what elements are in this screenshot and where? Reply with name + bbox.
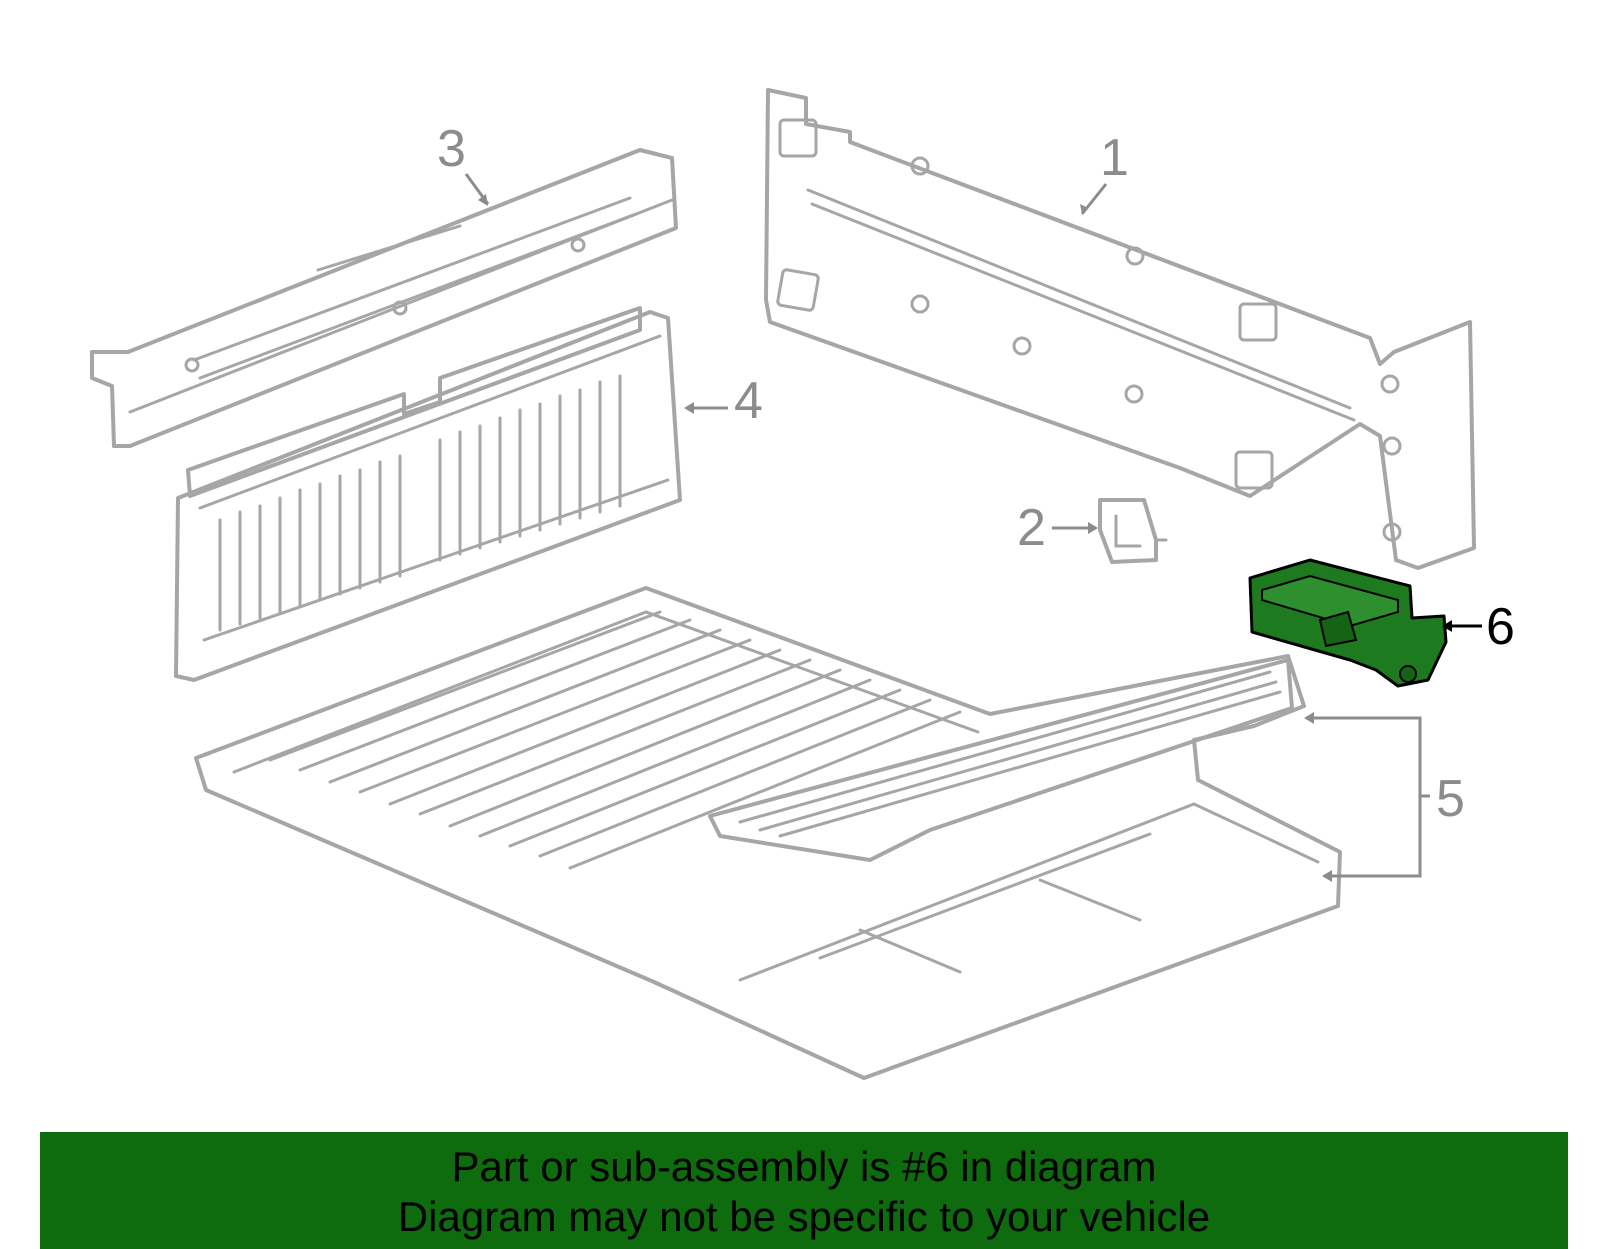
callout-6-label: 6 [1486,598,1515,656]
part-4-front-panel[interactable] [174,306,682,682]
callout-3-label: 3 [437,120,466,178]
callout-2: 2 [1017,499,1098,557]
info-banner: Part or sub-assembly is #6 in diagram Di… [40,1132,1568,1249]
floor-ribs [268,610,1282,870]
banner-line-1: Part or sub-assembly is #6 in diagram [451,1143,1157,1190]
callout-4: 4 [684,372,763,430]
callout-1: 1 [1080,129,1129,215]
parts-diagram: 1 2 3 4 5 6 [90,88,1515,1080]
callout-2-label: 2 [1017,499,1046,557]
callout-4-label: 4 [734,372,763,430]
callout-5-label: 5 [1436,770,1465,828]
part-5-bed-floor[interactable] [194,586,1342,1080]
callout-5: 5 [1304,712,1465,882]
part-3-rail-cap[interactable] [90,148,678,448]
part-2-bracket[interactable] [1098,498,1168,564]
callout-3: 3 [437,120,490,206]
banner-line-2: Diagram may not be specific to your vehi… [397,1193,1211,1240]
panel-ribs [218,374,622,632]
callout-6: 6 [1442,598,1515,656]
part-1-side-panel[interactable] [764,88,1476,570]
part-6-highlighted-bracket[interactable] [1248,558,1448,688]
callout-1-label: 1 [1100,129,1129,187]
